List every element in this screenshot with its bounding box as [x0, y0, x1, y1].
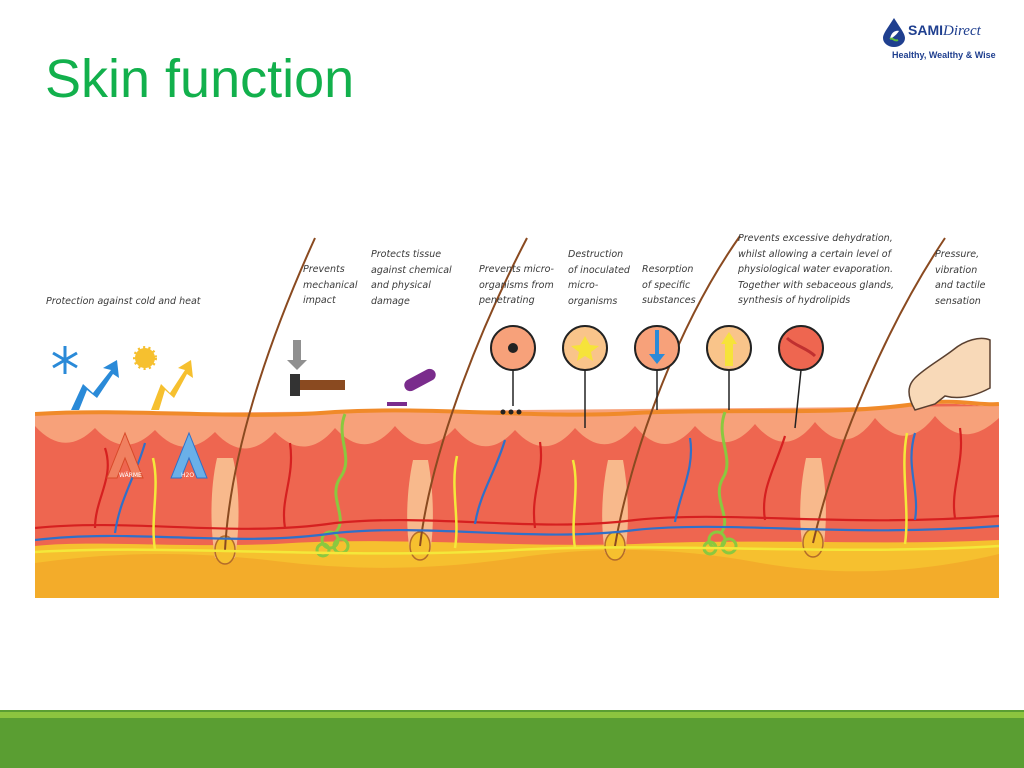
label-destruction: Destruction of inoculated micro- organis… [568, 249, 630, 307]
magnifier-microorganisms [490, 325, 536, 415]
leaf-drop-icon [883, 18, 905, 47]
label-warmth: WÄRME [119, 472, 142, 479]
flask-icon [387, 368, 436, 406]
label-h2o: H2O [181, 472, 195, 479]
warmth-arrow-icon [106, 431, 144, 479]
subcutis-fat [35, 549, 999, 598]
label-dehydration: Prevents excessive dehydration, whilst a… [738, 233, 895, 306]
slide-title: Skin function [45, 49, 355, 109]
snowflake-icon [52, 346, 78, 374]
water-arrow-icon [170, 431, 208, 479]
label-mechanical-impact: Prevents mechanical impact [303, 264, 358, 306]
logo-brand-script: Direct [943, 23, 981, 39]
logo-tagline: Healthy, Wealthy & Wise [892, 50, 996, 60]
heat-arrow-icon [151, 360, 193, 410]
label-chemical-damage: Protects tissue against chemical and phy… [371, 249, 452, 307]
magnifier-dehydration [706, 325, 752, 410]
dermis-layer [35, 403, 999, 546]
cold-arrow-icon [71, 360, 119, 410]
sun-icon [133, 346, 157, 370]
skin-cross-section [35, 235, 999, 598]
hammer-icon [287, 340, 345, 396]
magnifier-hydrolipids [778, 325, 824, 429]
label-cold-heat: Protection against cold and heat [46, 296, 201, 307]
magnifier-destruction [562, 325, 608, 428]
blood-vessels [35, 427, 999, 542]
pointing-finger-icon [908, 337, 991, 411]
hair-follicles [211, 235, 946, 565]
footer-bar [0, 710, 1024, 768]
magnifier-resorption [634, 325, 680, 410]
label-pressure: Pressure, vibration and tactile sensatio… [935, 249, 986, 307]
label-microorganisms: Prevents micro- organisms from penetrati… [479, 264, 554, 306]
logo-wordmark: SAMIDirect [908, 22, 981, 40]
company-logo: SAMIDirect Healthy, Wealthy & Wise [880, 14, 1000, 64]
footer-accent-line [0, 712, 1024, 718]
logo-brand-bold: SAMI [908, 22, 943, 38]
nerve-fibers [35, 432, 999, 555]
skin-function-diagram: Protection against cold and heat Prevent… [35, 228, 999, 598]
label-resorption: Resorption of specific substances [642, 264, 696, 306]
